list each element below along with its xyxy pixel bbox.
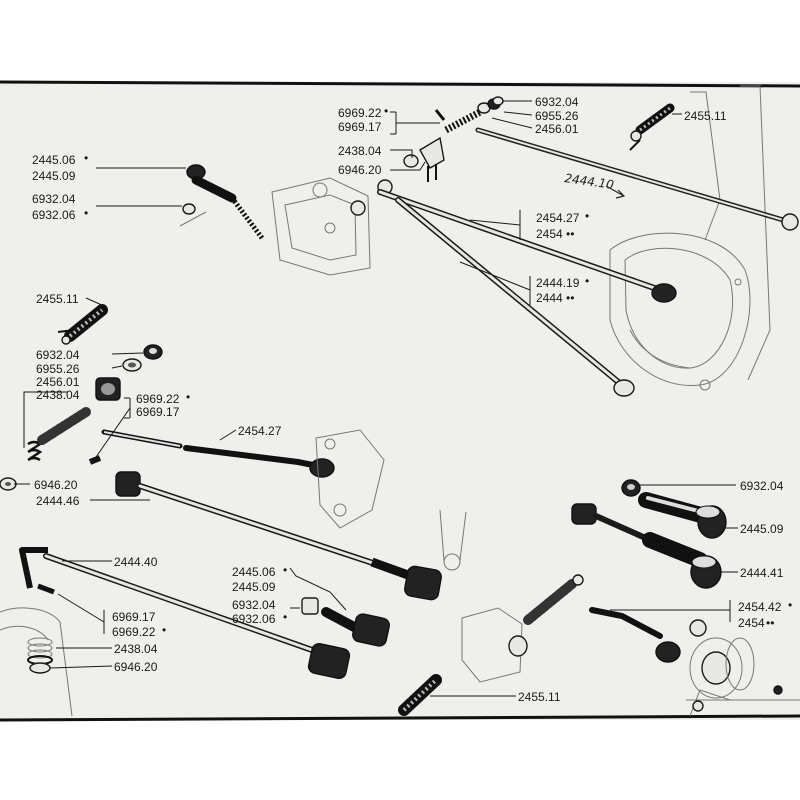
label-6969-22-top: 6969.22 <box>338 106 382 120</box>
rod-2454-27-short <box>101 429 183 449</box>
label-6969-17-left: 6969.17 <box>136 405 180 419</box>
label-6932-04-left: 6932.04 <box>36 348 80 362</box>
leader-lines <box>14 100 738 697</box>
marker-dot: • <box>162 623 166 637</box>
rod-2444-19 <box>395 197 635 397</box>
marker-dot: • <box>384 104 388 118</box>
label-6932-06-tl: 6932.06 <box>32 208 76 222</box>
label-2454-27-rod: 2454.27 <box>238 424 282 438</box>
pin-6969-left <box>88 455 102 465</box>
lever-2454-42 <box>589 607 681 663</box>
label-6932-06-c: 6932.06 <box>232 612 276 626</box>
rod-2444-40 <box>19 547 351 680</box>
label-2445-09-c: 2445.09 <box>232 580 276 594</box>
label-6946-20-bl: 6946.20 <box>114 660 158 674</box>
label-2455-11-bottom: 2455.11 <box>518 690 561 704</box>
label-6969-22-bl: 6969.22 <box>112 625 156 639</box>
label-2456-01-top: 2456.01 <box>535 122 579 136</box>
rod-2444-41 <box>571 503 722 589</box>
label-6955-26-top: 6955.26 <box>535 109 579 123</box>
label-2444-40: 2444.40 <box>114 555 158 569</box>
rod-2454-27-bent <box>183 445 335 478</box>
label-2444-46: 2444.46 <box>36 494 80 508</box>
label-2445-06-c: 2445.06 <box>232 565 276 579</box>
pin-6969-bl <box>37 583 55 595</box>
steering-column-housing <box>609 85 771 391</box>
label-2438-04-left: 2438.04 <box>36 388 80 402</box>
rod-end-2445-09-right <box>638 492 727 539</box>
rod-2454-27-upper <box>377 189 677 303</box>
label-6946-20-top: 6946.20 <box>338 163 382 177</box>
handwritten-arrow-icon <box>605 185 626 199</box>
marker-dot: • <box>283 563 287 577</box>
marker-dot: • <box>788 598 792 612</box>
bottom-scan-border <box>0 714 800 722</box>
ball-joint-bottom-2455-11 <box>398 674 442 716</box>
label-6946-20-left: 6946.20 <box>34 478 78 492</box>
washer-6946-20-bl <box>29 662 51 674</box>
label-2438-04-bl: 2438.04 <box>114 642 158 656</box>
label-2445-06-tl: 2445.06 <box>32 153 76 167</box>
label-2454-mid: 2454 <box>536 227 563 241</box>
label-2455-11-left: 2455.11 <box>36 292 79 306</box>
washer-6946-20-left <box>0 477 17 491</box>
handwritten-note: 2444.10 <box>564 171 615 192</box>
nut-6932-04-right <box>621 479 641 497</box>
label-2444-mid: 2444 <box>536 291 563 305</box>
marker-dot: • <box>585 274 589 288</box>
washer-6955-26-left <box>122 358 142 372</box>
label-2444-41: 2444.41 <box>740 566 784 580</box>
label-2445-09-right: 2445.09 <box>740 522 784 536</box>
callout-labels: 6969.22 • 6969.17 2438.04 6946.20 6932.0… <box>32 95 792 704</box>
bushing-2456-01-left <box>95 377 121 401</box>
bracket-bottom-left-ghost <box>0 607 73 717</box>
marker-dot: • <box>84 206 88 220</box>
center-bottom-ghost-parts <box>439 509 584 683</box>
marker-double-dot: •• <box>766 616 774 630</box>
steering-shaft <box>475 127 799 231</box>
label-2455-11-top: 2455.11 <box>684 109 727 123</box>
label-6932-04-top: 6932.04 <box>535 95 579 109</box>
rod-end-center-2445 <box>301 597 390 647</box>
label-2454-27-mid: 2454.27 <box>536 211 580 225</box>
label-2454-br: 2454 <box>738 616 765 630</box>
marker-dot: • <box>186 390 190 404</box>
label-6932-04-tl: 6932.04 <box>32 192 76 206</box>
label-6932-04-right: 6932.04 <box>740 479 784 493</box>
marker-dot: • <box>84 151 88 165</box>
marker-double-dot: •• <box>566 291 574 305</box>
label-6969-17-top: 6969.17 <box>338 120 382 134</box>
top-scan-border <box>0 80 800 88</box>
label-2454-42: 2454.42 <box>738 600 782 614</box>
label-6969-22-left: 6969.22 <box>136 392 180 406</box>
nut-6932-04-left <box>143 344 163 360</box>
top-right-ball-joint-2455-11 <box>629 103 675 151</box>
marker-double-dot: •• <box>566 227 574 241</box>
marker-dot: • <box>585 209 589 223</box>
rod-end-top-left <box>179 164 264 240</box>
label-6969-17-bl: 6969.17 <box>112 610 156 624</box>
marker-dot: • <box>283 610 287 624</box>
pulley-bottom-right <box>686 619 800 717</box>
ball-joint-left-2455-11 <box>57 304 108 345</box>
label-6932-04-c: 6932.04 <box>232 598 276 612</box>
label-2444-19: 2444.19 <box>536 276 580 290</box>
label-6955-26-left: 6955.26 <box>36 362 80 376</box>
rod-2444-46 <box>115 471 442 601</box>
label-2456-01-left: 2456.01 <box>36 375 80 389</box>
paper-sheet <box>0 82 800 720</box>
label-2438-04-top: 2438.04 <box>338 144 382 158</box>
threaded-sleeve-left <box>37 407 91 445</box>
top-pin-spring-assembly <box>403 96 504 182</box>
label-2445-09-tl: 2445.09 <box>32 169 76 183</box>
bracket-center-ghost <box>315 429 385 529</box>
